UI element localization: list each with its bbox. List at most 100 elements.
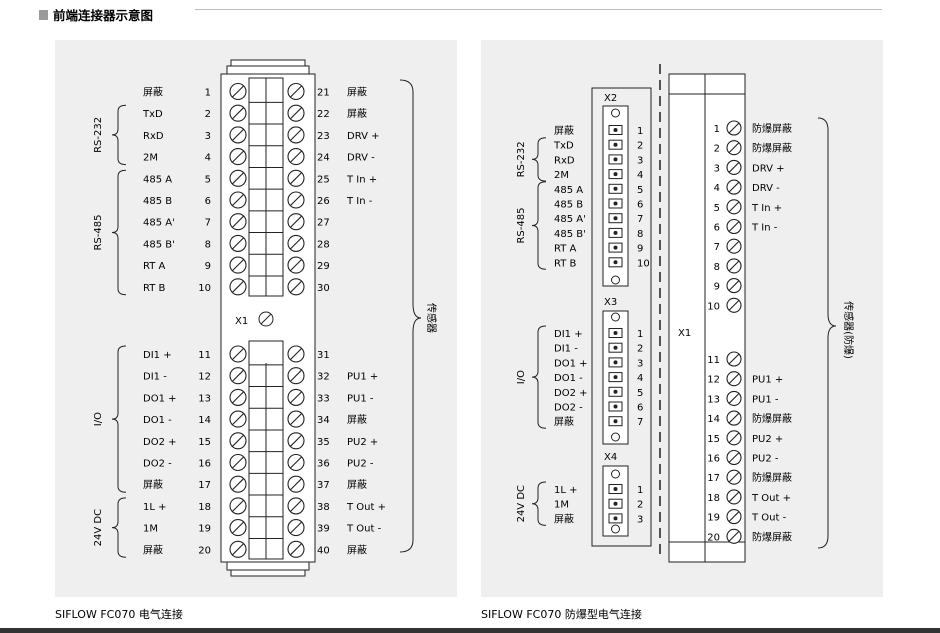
x1-screw-icon [726,218,742,235]
x2-block [602,105,629,287]
left-pin-number: 13 [198,393,211,404]
left-pin-label: DO2 - [143,459,172,470]
pin-dot [613,501,618,506]
x1-screw-icon [726,528,742,544]
right-pin-number: 30 [317,283,330,294]
x1-pin-label: 防爆屏蔽 [752,471,792,484]
pin-dot [613,389,618,394]
page-title: 前端连接器示意图 [53,8,153,23]
right-group-brace [531,325,547,429]
pin-dot [613,142,618,147]
plug-pin-number: 7 [637,417,643,428]
right-pin-label: PU2 - [347,459,374,470]
right-pin-label: 屏蔽 [347,87,367,99]
x1-screw-icon [726,489,742,505]
x1-pin-number: 14 [707,414,720,425]
x1-pin-number: 10 [707,301,720,312]
bottom-bar [0,628,940,633]
pin-dot [613,360,618,365]
x1-screw-icon [726,430,742,446]
right-pin-label: T In + [346,174,377,185]
left-pin-label: 485 B [143,196,172,207]
x1-screw-icon [726,159,742,175]
left-screw-icon [229,410,247,428]
x1-pin-label: DRV + [752,163,785,174]
right-pin-number: 26 [317,196,330,207]
plug-pin-number: 10 [637,258,650,269]
x1-pin-number: 5 [714,203,720,214]
plug-pin-label: 485 B' [554,229,586,240]
pin-dot [613,260,618,265]
left-screw-icon [229,148,247,166]
right-pin-label: 屏蔽 [347,108,367,120]
x1-pin-label: 防爆屏蔽 [752,142,792,155]
right-pin-label: T Out - [346,524,382,535]
left-screw-icon [229,432,247,450]
left-pin-number: 3 [205,131,211,142]
left-screw-icon [229,367,247,385]
x1-screw-icon [726,199,742,215]
right-screw-icon [287,148,305,166]
left-pin-label: DO1 - [143,415,172,426]
plug-pin-number: 8 [637,229,643,240]
right-screw-icon [287,278,305,296]
pin-dot [613,375,618,380]
left-pin-label: RT A [143,261,166,272]
x1-screw-icon [726,351,742,367]
x1-pin-label: DRV - [752,183,780,194]
right-pin-number: 35 [317,437,330,448]
x1-screw-icon [726,140,742,156]
right-screw-icon [287,475,305,493]
x1-screw-icon [726,390,742,406]
left-connector-label: X1 [235,316,248,327]
left-screw-icon [229,82,247,101]
left-pin-label: 屏蔽 [143,479,163,491]
left-screw-icon [229,256,247,274]
plug-pin-label: RT A [554,244,577,255]
x1-pin-number: 9 [714,282,720,293]
right-group-label: RS-232 [516,141,527,177]
right-pin-number: 29 [317,261,330,272]
x1-pin-number: 11 [707,355,720,366]
right-pin-number: 28 [317,239,330,250]
right-pin-label: T Out + [346,502,386,513]
plug-pin-number: 2 [637,500,643,511]
x1-pin-label: T Out - [751,513,787,524]
x1-pin-number: 17 [707,473,720,484]
left-pin-label: 485 B' [143,239,175,250]
plug-pin-label: RT B [554,258,577,269]
plug-pin-number: 2 [637,344,643,355]
plug-pin-label: DO2 + [554,388,588,399]
right-screw-icon [287,256,305,274]
plug-housing [591,87,652,547]
plug-pin-number: 2 [637,141,643,152]
x1-pin-number: 15 [707,434,720,445]
x1-pin-label: 防爆屏蔽 [752,530,792,543]
right-pin-label: 屏蔽 [347,414,367,426]
plug-pin-number: 5 [637,185,643,196]
x3-label: X3 [604,297,617,308]
x4-label: X4 [604,452,617,463]
left-pin-number: 11 [198,350,211,361]
left-screw-icon [229,519,247,537]
x1-pin-label: PU1 - [752,394,779,405]
left-group-brace [111,169,127,296]
plug-pin-label: 2M [554,170,569,181]
left-group-brace [111,345,127,493]
right-screw-icon [287,169,305,187]
plug-pin-number: 9 [637,244,643,255]
right-screw-icon [287,104,305,122]
left-pin-label: DO1 + [143,393,177,404]
right-group-brace [531,181,547,270]
left-screw-icon [229,388,247,406]
x1-screw-icon [726,297,742,313]
left-screw-icon [229,453,247,472]
right-screw-icon [287,388,305,406]
right-group-label: RS-485 [516,208,527,244]
plug-pin-number: 1 [637,126,643,137]
right-pin-number: 39 [317,524,330,535]
x1-pin-number: 20 [707,532,720,543]
left-pin-number: 7 [205,218,211,229]
